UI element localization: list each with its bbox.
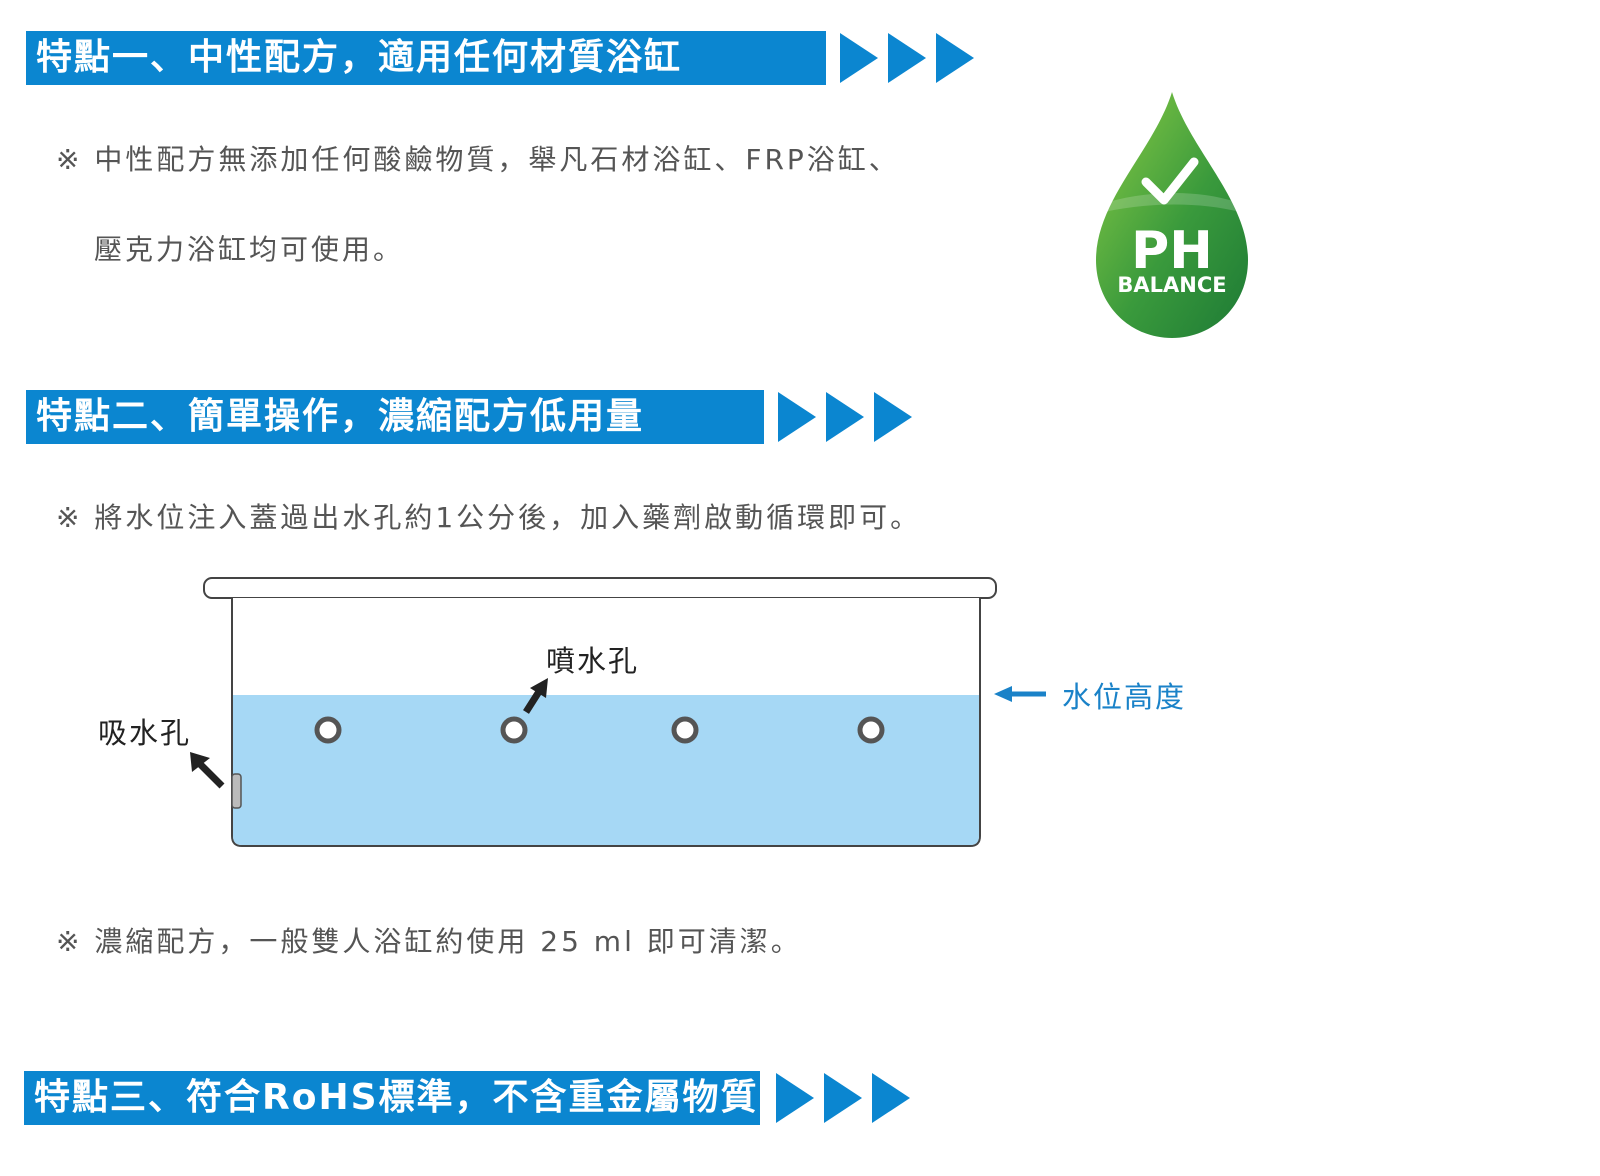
- water-fill: [233, 695, 979, 845]
- badge-label-top: PH: [1131, 221, 1213, 281]
- badge-label-bottom: BALANCE: [1117, 273, 1226, 297]
- section2-note-top: ※ 將水位注入蓋過出水孔約1公分後，加入藥劑啟動循環即可。: [56, 501, 922, 534]
- jet-hole: [500, 716, 528, 744]
- section2-title: 特點二、簡單操作，濃縮配方低用量: [26, 390, 764, 444]
- ph-balance-badge: PH BALANCE: [1096, 92, 1248, 338]
- label-water-level: 水位高度: [1062, 680, 1187, 714]
- arrow-suction-icon: [190, 752, 225, 789]
- tub-rim: [203, 577, 997, 599]
- section3-title: 特點三、符合RoHS標準，不含重金屬物質: [24, 1071, 760, 1125]
- arrow-water-level-icon: [994, 686, 1046, 702]
- jet-hole: [671, 716, 699, 744]
- suction-port: [231, 773, 242, 809]
- label-jet: 噴水孔: [546, 644, 640, 678]
- jet-hole: [314, 716, 342, 744]
- arrow-triple-icon: [840, 33, 974, 83]
- section1-note-line2: 壓克力浴缸均可使用。: [94, 233, 405, 266]
- arrow-jet-icon: [523, 678, 548, 714]
- label-suction: 吸水孔: [98, 716, 192, 750]
- section2-note-bottom: ※ 濃縮配方，一般雙人浴缸約使用 25 ml 即可清潔。: [56, 925, 802, 958]
- arrow-triple-icon: [778, 392, 912, 442]
- jet-hole: [857, 716, 885, 744]
- section1-note-line1: ※ 中性配方無添加任何酸鹼物質，舉凡石材浴缸、FRP浴缸、: [56, 143, 900, 176]
- check-icon: [1141, 157, 1199, 205]
- arrow-triple-icon: [776, 1073, 910, 1123]
- section1-title: 特點一、中性配方，適用任何材質浴缸: [26, 31, 826, 85]
